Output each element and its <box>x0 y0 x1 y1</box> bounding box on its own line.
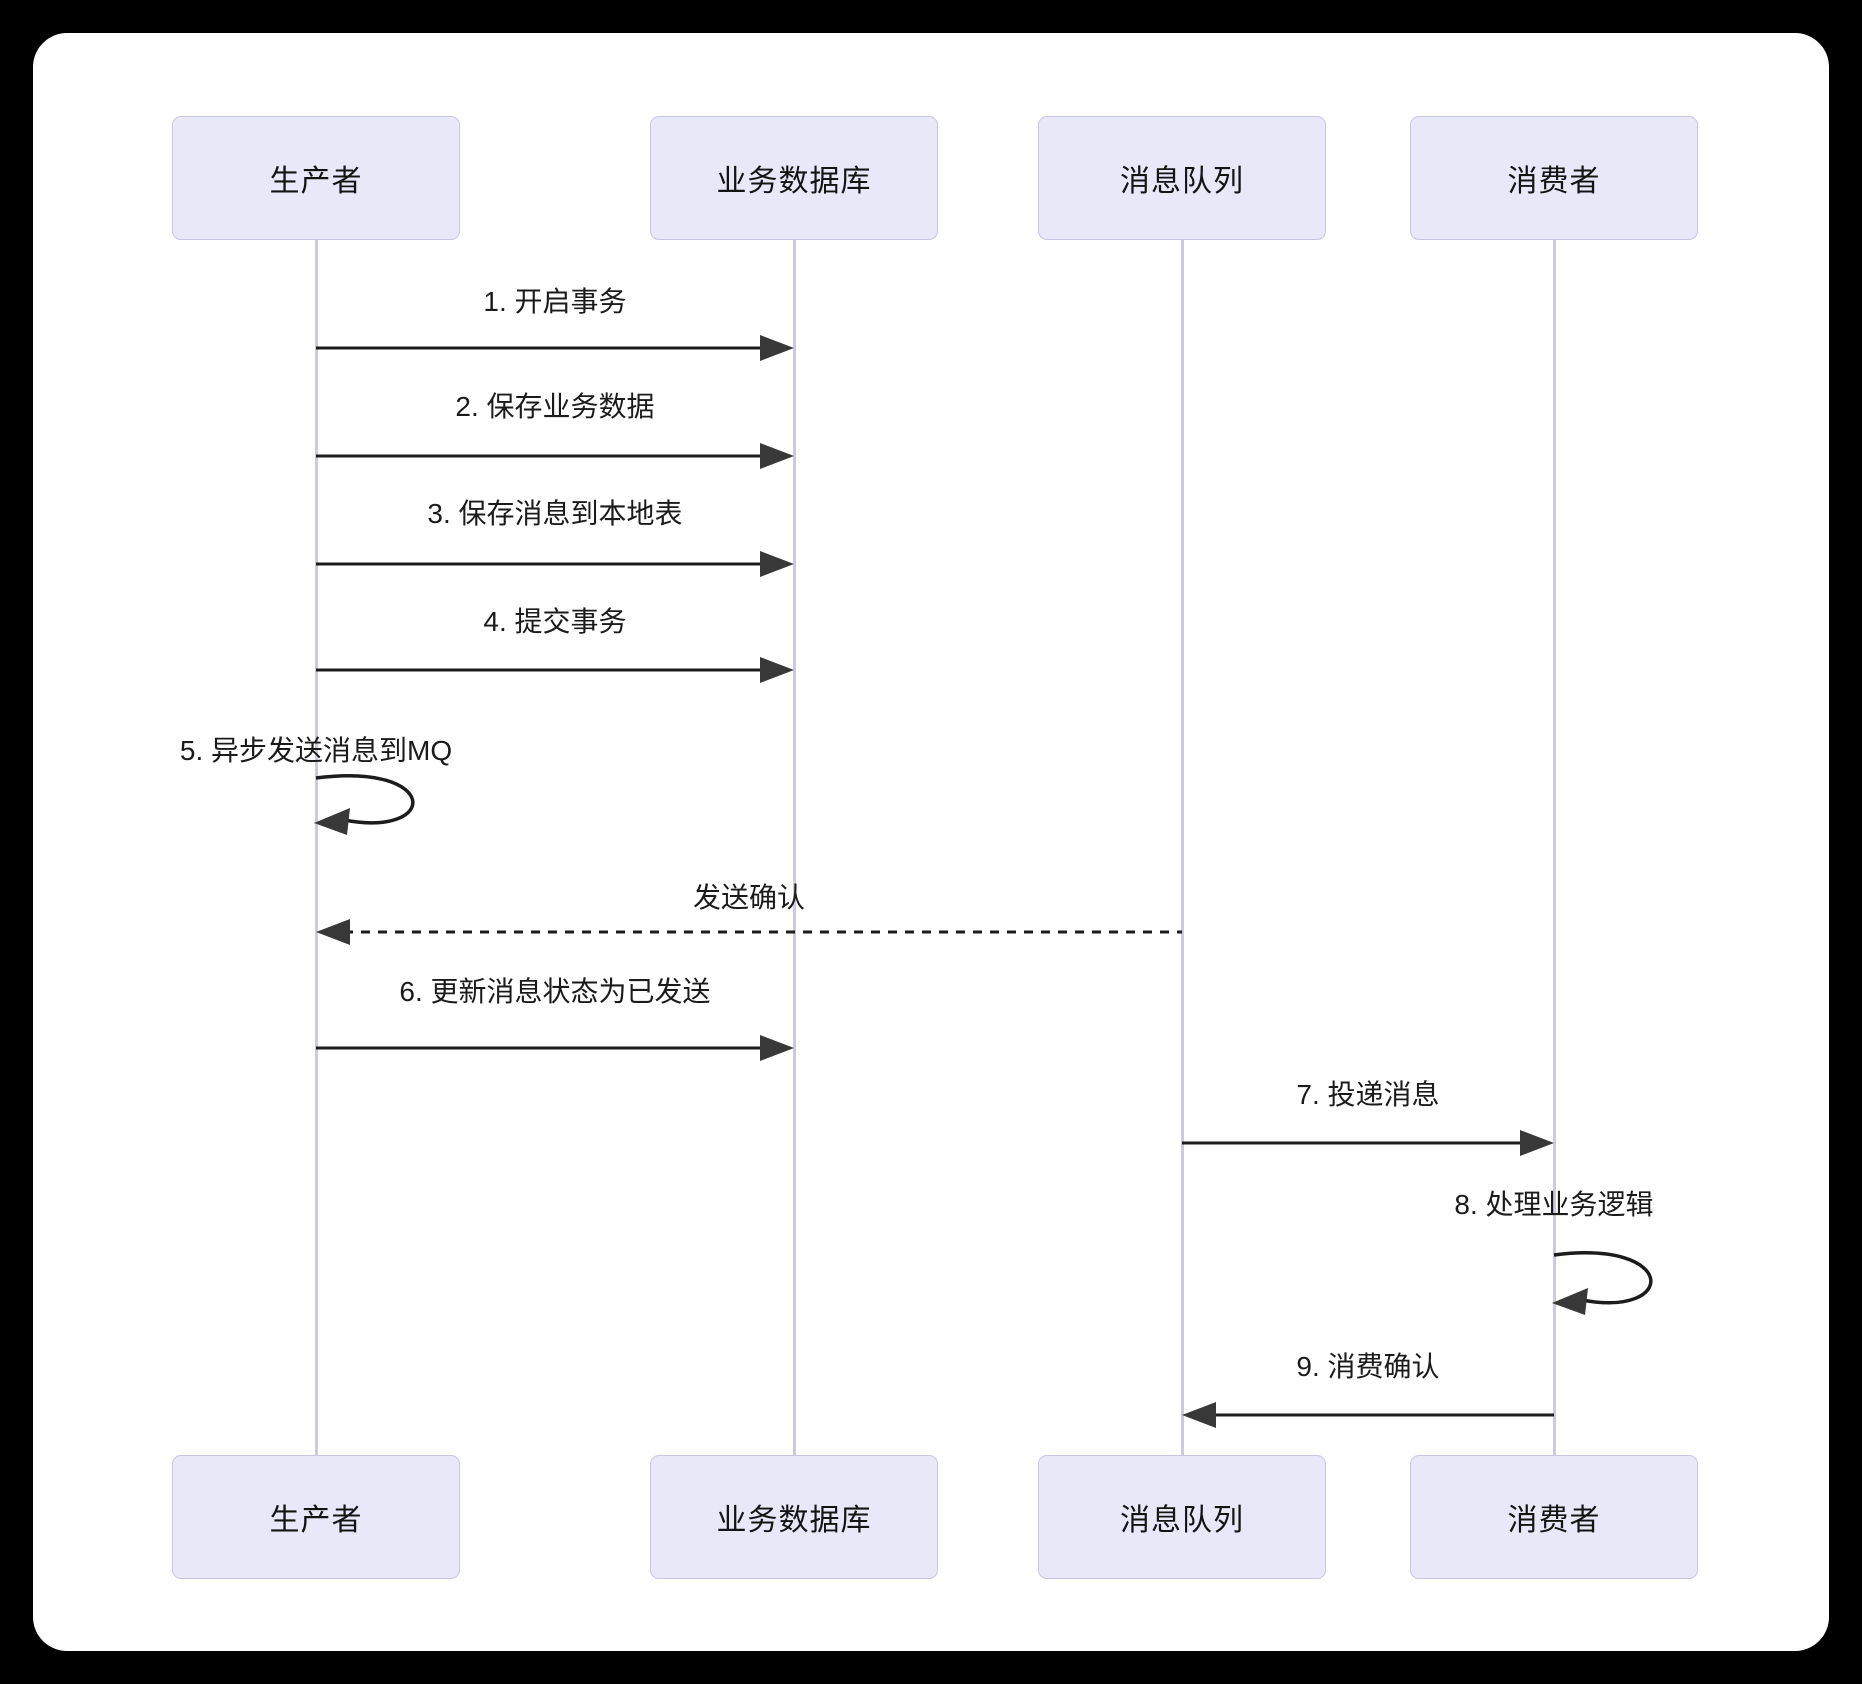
arrowhead-icon <box>314 808 350 835</box>
arrowhead-icon <box>760 335 794 361</box>
arrowhead-icon <box>1552 1288 1588 1315</box>
sequence-diagram-card <box>33 33 1829 1651</box>
arrowhead-icon <box>760 443 794 469</box>
self-loop-line <box>315 774 415 825</box>
arrowhead-icon <box>760 657 794 683</box>
arrowhead-icon <box>760 551 794 577</box>
self-loop-line <box>1553 1251 1653 1305</box>
arrowhead-icon <box>760 1035 794 1061</box>
arrowhead-icon <box>1520 1130 1554 1156</box>
arrowhead-icon <box>316 919 350 945</box>
arrowhead-icon <box>1182 1402 1216 1428</box>
